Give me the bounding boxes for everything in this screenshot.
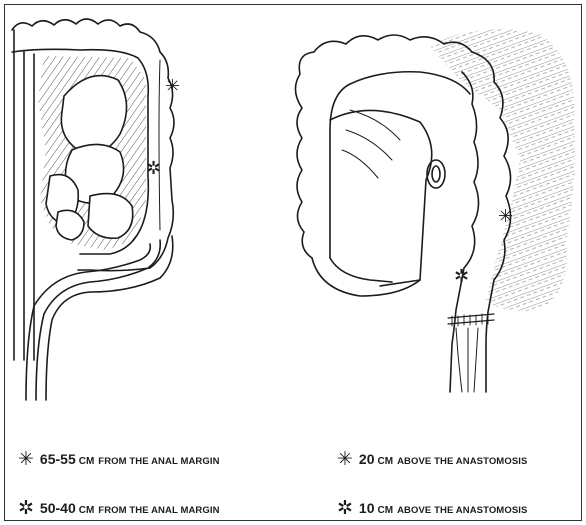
left-marker-lower: ✲ (146, 158, 161, 179)
asterisk-outline-icon: ✲ (337, 497, 353, 519)
legend-value: 20 (359, 451, 375, 467)
legend-unit: CM (79, 456, 95, 467)
legend-description: FROM THE ANAL MARGIN (98, 456, 219, 467)
legend-value: 65-55 (40, 451, 76, 467)
legend-item-left-2: ✲ 50-40 CM FROM THE ANAL MARGIN (18, 496, 220, 518)
legend-item-left-1: ✳ 65-55 CM FROM THE ANAL MARGIN (18, 447, 220, 469)
legend-item-right-2: ✲ 10 CM ABOVE THE ANASTOMOSIS (337, 496, 527, 518)
colon-illustration: ✳ ✲ ✳ ✲ (0, 0, 586, 410)
asterisk-icon: ✳ (18, 448, 34, 470)
asterisk-outline-icon: ✲ (18, 497, 34, 519)
legend-value: 50-40 (40, 500, 76, 516)
asterisk-icon: ✳ (337, 448, 353, 470)
left-marker-upper: ✳ (165, 76, 180, 97)
right-marker-upper: ✳ (498, 206, 513, 227)
legend-description: ABOVE THE ANASTOMOSIS (397, 456, 527, 467)
right-marker-lower: ✲ (454, 266, 469, 287)
legend-unit: CM (79, 505, 95, 516)
legend-description: FROM THE ANAL MARGIN (98, 505, 219, 516)
left-colon-drawing (12, 19, 174, 400)
legend-item-right-1: ✳ 20 CM ABOVE THE ANASTOMOSIS (337, 447, 527, 469)
right-colon-drawing (295, 29, 575, 392)
legend-value: 10 (359, 500, 375, 516)
legend-unit: CM (378, 456, 394, 467)
legend-unit: CM (378, 505, 394, 516)
legend-description: ABOVE THE ANASTOMOSIS (397, 505, 527, 516)
